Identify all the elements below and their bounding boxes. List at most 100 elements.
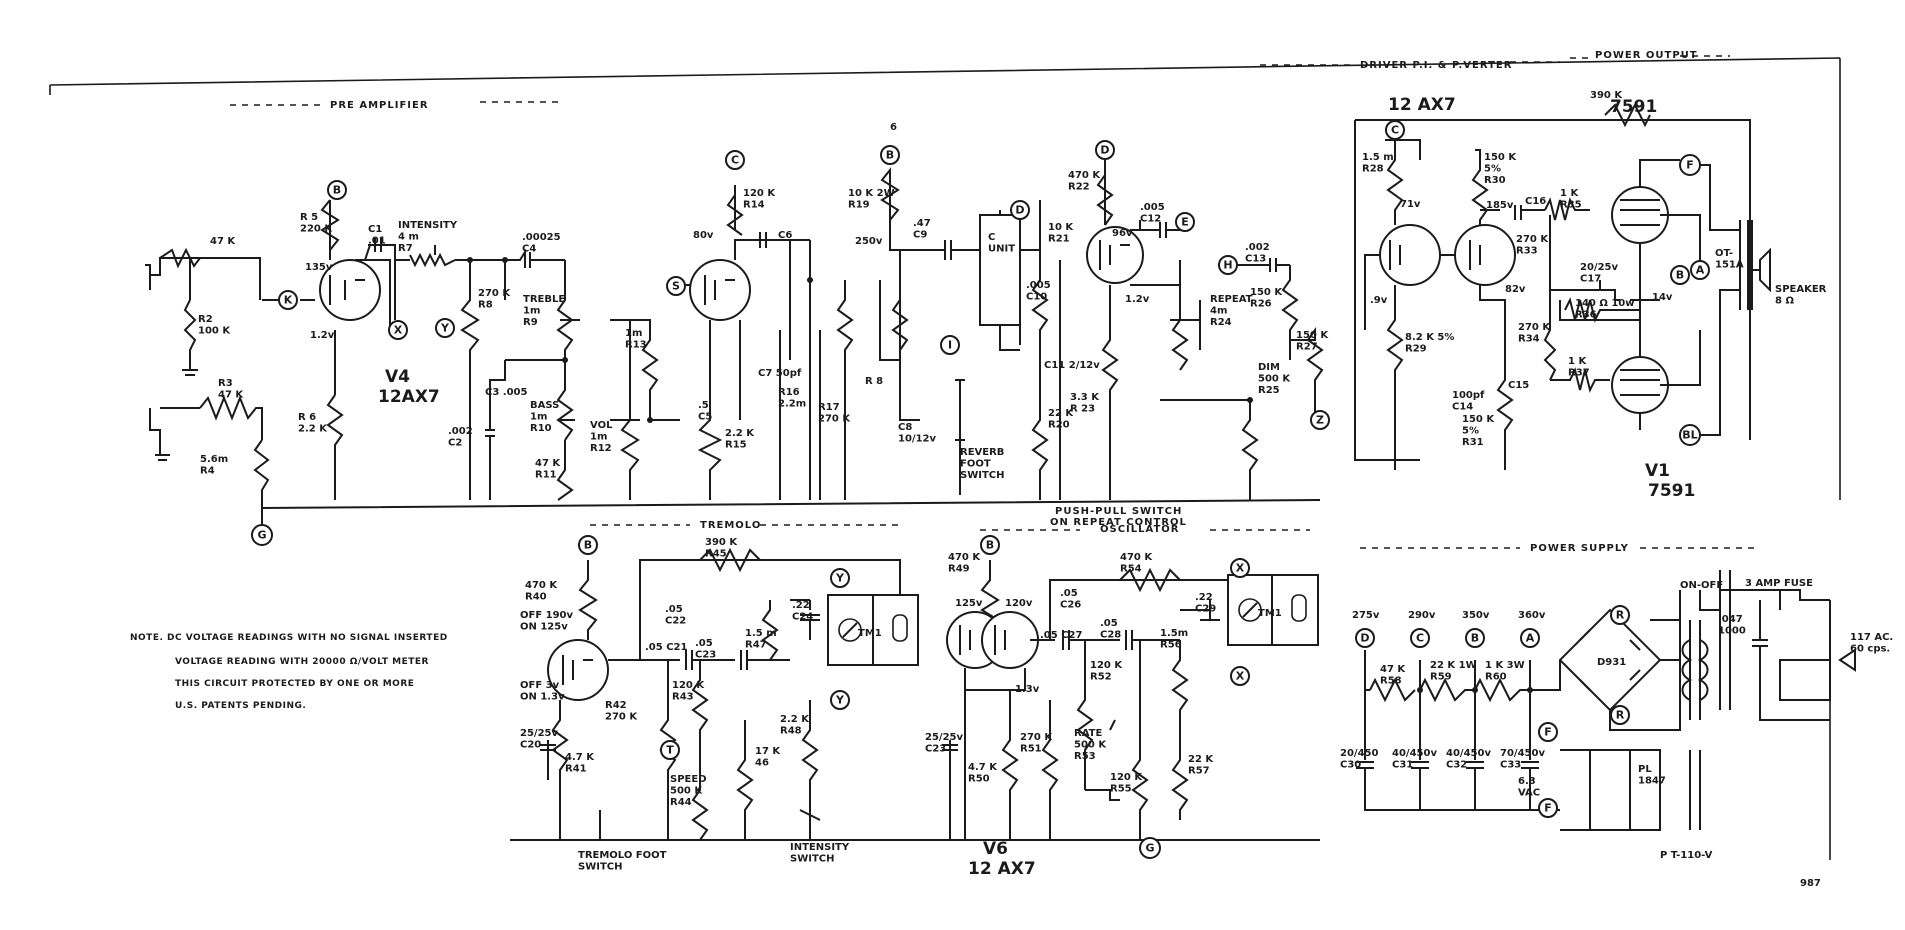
- c6-label: C6: [778, 230, 792, 241]
- note-line-4: U.S. PATENTS PENDING.: [175, 701, 306, 711]
- note-line-2: VOLTAGE READING WITH 20000 Ω/VOLT METER: [175, 657, 429, 667]
- svg-text:C: C: [1391, 124, 1399, 137]
- stage2-plate-voltage: 80v: [693, 230, 714, 241]
- output-transformer-label: OT-151A: [1715, 248, 1744, 271]
- c3-label: C3 .005: [485, 387, 527, 398]
- c7-label: C7 50pf: [758, 368, 802, 379]
- phase-inverter-tube-b: [1454, 224, 1516, 286]
- svg-text:B: B: [1471, 632, 1479, 645]
- svg-text:F: F: [1544, 726, 1552, 739]
- svg-text:D: D: [1015, 204, 1024, 217]
- svg-text:D: D: [1100, 144, 1109, 157]
- svg-text:A: A: [1696, 264, 1705, 277]
- figure-number: 6: [890, 122, 897, 133]
- v1-type: 7591: [1648, 481, 1695, 501]
- pi-cathode-voltage: .9v: [1370, 295, 1388, 306]
- tube-labels: V4 12AX7 V1 7591 V6 12 AX7 12 AX7 7591: [378, 95, 1695, 879]
- r1-label: 47 K: [210, 236, 236, 247]
- repeat-stage: [1086, 160, 1324, 500]
- reverb-unit-box: [979, 214, 1021, 326]
- c11-label: C11 2/12v: [1044, 360, 1100, 371]
- svg-text:D: D: [1360, 632, 1369, 645]
- svg-text:G: G: [1145, 842, 1154, 855]
- r390k-label: 390 K: [1590, 90, 1623, 101]
- svg-text:T: T: [666, 744, 674, 757]
- power-transformer-label: P T-110-V: [1660, 850, 1713, 861]
- ac-input-label: 117 AC.60 cps.: [1850, 632, 1893, 655]
- tremolo-header: TREMOLO: [700, 520, 761, 531]
- v5-type: 12 AX7: [1388, 95, 1456, 115]
- power-tube-top: [1611, 186, 1669, 244]
- note-block: NOTE. DC VOLTAGE READINGS WITH NO SIGNAL…: [130, 633, 448, 711]
- svg-text:S: S: [672, 280, 680, 293]
- oscillator-section: [942, 560, 1319, 840]
- supply-voltage-a: 360v: [1518, 610, 1546, 621]
- power-supply-section: [1356, 570, 1856, 831]
- v6-plate-voltage-b: 120v: [1005, 598, 1033, 609]
- oscillator-header: OSCILLATOR: [1100, 524, 1180, 535]
- svg-text:R: R: [1616, 709, 1625, 722]
- on-off-switch-label: ON-OFF: [1680, 580, 1723, 591]
- supply-voltage-c: 290v: [1408, 610, 1436, 621]
- svg-text:R: R: [1616, 609, 1625, 622]
- push-pull-switch-label-2: ON REPEAT CONTROL: [1050, 517, 1187, 528]
- supply-voltage-d: 275v: [1352, 610, 1380, 621]
- pi-plate-voltage-b: 185v: [1486, 200, 1514, 211]
- note-line-3: THIS CIRCUIT PROTECTED BY ONE OR MORE: [175, 679, 414, 689]
- v6-name: V6: [983, 839, 1008, 859]
- svg-text:B: B: [1676, 269, 1684, 282]
- svg-text:I: I: [948, 339, 952, 352]
- c1-label: C1.01: [368, 224, 386, 247]
- svg-text:B: B: [986, 539, 994, 552]
- note-line-1: NOTE. DC VOLTAGE READINGS WITH NO SIGNAL…: [130, 633, 448, 643]
